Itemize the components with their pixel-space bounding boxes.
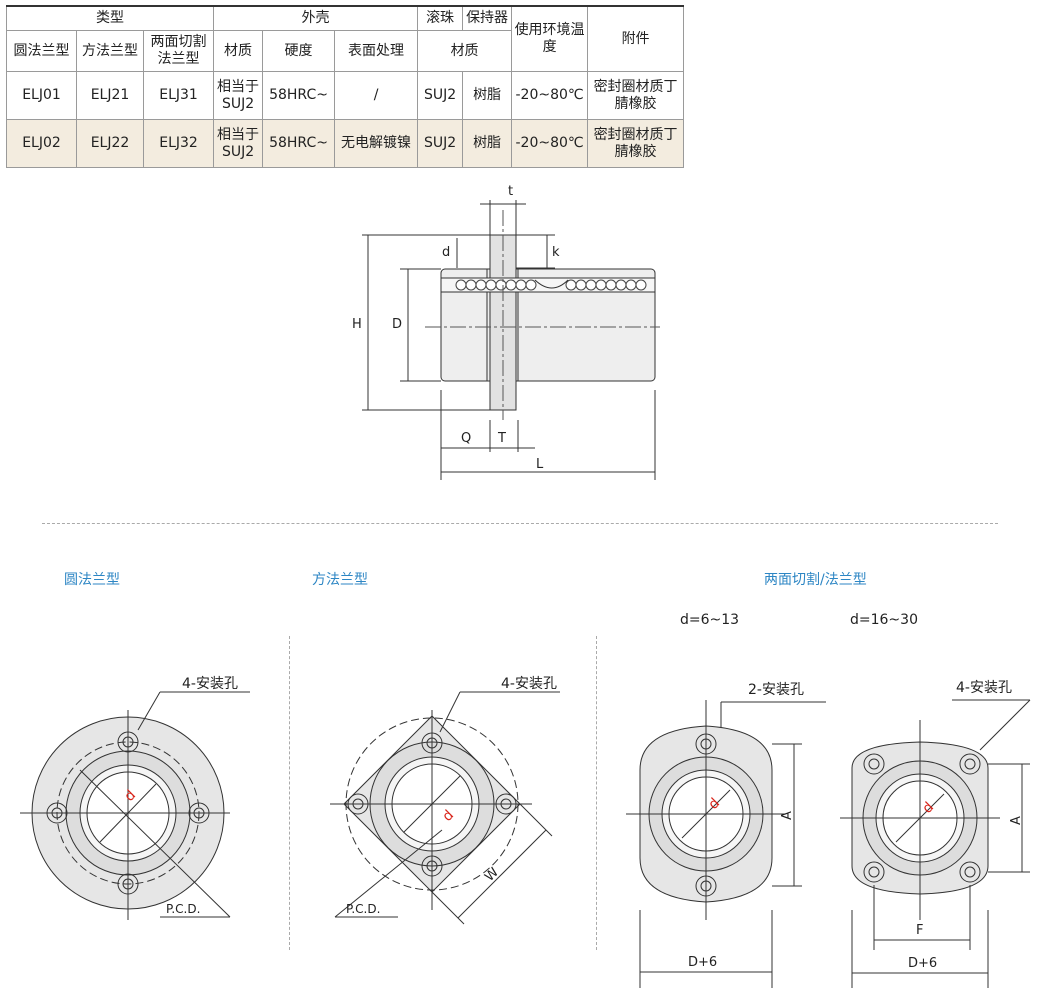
dim-A: A (780, 811, 795, 820)
header-temp: 使用环境温度 (511, 5, 589, 72)
hole-callout: 4-安装孔 (182, 676, 238, 692)
cell-temp: -20~80℃ (511, 71, 589, 120)
header-cut: 两面切割法兰型 (142, 30, 215, 72)
table-row: ELJ02 ELJ22 ELJ32 相当于SUJ2 58HRC~ 无电解镀镍 S… (6, 119, 685, 168)
cell-retainer: 树脂 (462, 119, 513, 168)
dim-D6: D+6 (688, 955, 717, 970)
header-type: 类型 (5, 5, 215, 31)
header-square: 方法兰型 (76, 30, 144, 72)
dim-Q: Q (461, 431, 471, 446)
dim-A: A (1009, 816, 1024, 825)
header-ball: 滚珠 (417, 5, 464, 31)
dim-D: D (392, 317, 402, 332)
cell-accessory: 密封圈材质丁腈橡胶 (587, 71, 685, 120)
header-ball-material: 材质 (417, 30, 513, 72)
cell-accessory: 密封圈材质丁腈橡胶 (587, 119, 685, 168)
cell-ball: SUJ2 (417, 119, 464, 168)
dim-k: k (552, 245, 560, 260)
hole-callout: 2-安装孔 (748, 682, 804, 698)
cell-square: ELJ22 (76, 119, 144, 168)
header-retainer: 保持器 (462, 5, 513, 31)
dim-d: d (442, 245, 450, 260)
title-cut: 两面切割/法兰型 (764, 572, 867, 588)
header-surface: 表面处理 (334, 30, 419, 72)
cell-ball: SUJ2 (417, 71, 464, 120)
square-flange-drawing: d 4-安装孔 P.C.D. W (330, 676, 560, 925)
variant-small: d=6~13 (680, 612, 740, 628)
header-accessory: 附件 (587, 5, 685, 72)
title-square: 方法兰型 (312, 572, 368, 588)
side-view-drawing: t H D d k Q T L (352, 184, 660, 480)
header-round: 圆法兰型 (6, 30, 77, 72)
round-flange-drawing: d 4-安装孔 P.C.D. (20, 676, 250, 920)
pcd-label: P.C.D. (346, 902, 380, 916)
dim-T: T (497, 431, 506, 446)
dim-w: W (482, 865, 502, 885)
cell-surface: 无电解镀镍 (334, 119, 419, 168)
title-round: 圆法兰型 (64, 572, 120, 588)
cell-cut: ELJ32 (142, 119, 215, 168)
cell-round: ELJ01 (6, 71, 77, 120)
separator (289, 636, 290, 950)
cut-flange-small-drawing: d 2-安装孔 A D+6 (626, 682, 826, 988)
cell-material: 相当于SUJ2 (213, 71, 264, 120)
dim-H: H (352, 317, 362, 332)
dim-D6: D+6 (908, 956, 937, 971)
dim-F: F (916, 923, 923, 938)
cell-square: ELJ21 (76, 71, 144, 120)
pcd-label: P.C.D. (166, 902, 200, 916)
cell-hardness: 58HRC~ (262, 119, 336, 168)
cell-retainer: 树脂 (462, 71, 513, 120)
cut-flange-large-drawing: d 4-安装孔 A F D+6 (840, 680, 1031, 988)
hole-callout: 4-安装孔 (501, 676, 557, 692)
section-divider (42, 523, 998, 524)
dim-t: t (508, 184, 513, 199)
cell-temp: -20~80℃ (511, 119, 589, 168)
header-housing: 外壳 (213, 5, 419, 31)
hole-callout: 4-安装孔 (956, 680, 1012, 696)
cell-material: 相当于SUJ2 (213, 119, 264, 168)
header-material: 材质 (213, 30, 264, 72)
separator (596, 636, 597, 950)
spec-table: 类型 外壳 滚珠 保持器 使用环境温度 附件 圆法兰型 方法兰型 两面切割法兰型… (5, 5, 685, 168)
cell-surface: / (334, 71, 419, 120)
header-hardness: 硬度 (262, 30, 336, 72)
table-row: ELJ01 ELJ21 ELJ31 相当于SUJ2 58HRC~ / SUJ2 … (6, 71, 685, 120)
variant-large: d=16~30 (850, 612, 918, 628)
cell-round: ELJ02 (6, 119, 77, 168)
dim-L: L (536, 457, 544, 472)
cell-cut: ELJ31 (142, 71, 215, 120)
cell-hardness: 58HRC~ (262, 71, 336, 120)
